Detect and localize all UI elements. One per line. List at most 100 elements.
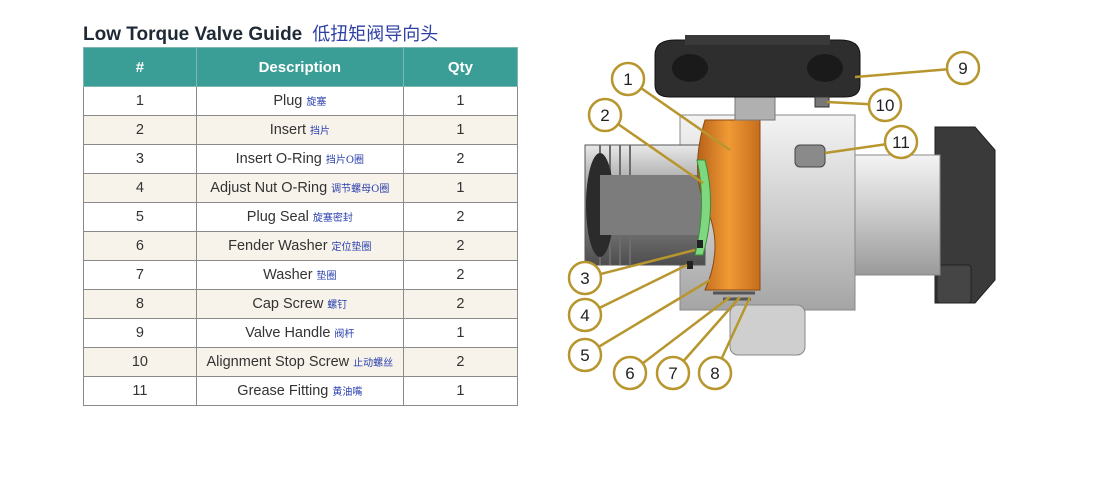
- callout-circle: [567, 297, 603, 333]
- inlet-bore: [600, 175, 705, 235]
- row-description-cn: 黄油嘴: [332, 387, 363, 398]
- row-number: 4: [83, 173, 197, 203]
- row-number: 3: [83, 144, 197, 174]
- row-description-cn: 挡片: [309, 126, 330, 137]
- callout-circle: [567, 260, 603, 296]
- callout-number: 11: [892, 133, 910, 152]
- row-description-text: Valve Handle: [245, 325, 331, 341]
- callout-number: 8: [710, 364, 719, 383]
- bottom-port: [729, 304, 806, 356]
- row-number: 9: [83, 318, 197, 348]
- row-qty: 2: [402, 144, 519, 174]
- page-title: Low Torque Valve Guide 低扭矩阀导向头: [83, 20, 438, 46]
- row-qty: 2: [402, 260, 519, 290]
- callout-circle: [610, 61, 646, 97]
- insert-o-ring-part: [697, 240, 703, 248]
- header-description: Description: [195, 47, 404, 87]
- adjust-nut-o-ring-part: [687, 261, 693, 269]
- callout-circle: [612, 355, 648, 391]
- row-description-cn: 止动螺丝: [353, 358, 394, 369]
- callout-leader-line: [854, 66, 964, 79]
- row-number: 1: [83, 86, 197, 116]
- row-description-text: Washer: [263, 267, 313, 283]
- row-number: 10: [83, 347, 197, 377]
- row-description-text: Plug Seal: [246, 209, 309, 225]
- callout-leader-line: [584, 263, 688, 317]
- header-number: #: [83, 47, 197, 87]
- callout-number: 1: [623, 70, 632, 89]
- row-number: 11: [83, 376, 197, 406]
- row-number: 6: [83, 231, 197, 261]
- handle-socket-right: [807, 54, 843, 82]
- callout-number: 6: [625, 364, 634, 383]
- row-qty: 1: [402, 115, 519, 145]
- row-number: 8: [83, 289, 197, 319]
- handle-top: [685, 35, 830, 45]
- table-header-row: # Description Qty: [83, 47, 519, 87]
- handle-socket-left: [672, 54, 708, 82]
- row-description-cn: 调节螺母O圈: [331, 184, 390, 195]
- valve-handle-part: [654, 39, 861, 98]
- stem: [734, 94, 776, 121]
- callout-leader-line: [629, 296, 731, 374]
- callout-circle: [867, 87, 903, 123]
- callout-number: 10: [876, 96, 895, 115]
- row-number: 7: [83, 260, 197, 290]
- row-description-cn: 旋塞密封: [312, 213, 353, 224]
- callout-number: 9: [958, 59, 967, 78]
- row-qty: 1: [402, 86, 519, 116]
- callout-leader-line: [584, 278, 711, 357]
- callout-circle: [655, 355, 691, 391]
- grease-fitting-part: [794, 144, 826, 168]
- callout-circle: [567, 337, 603, 373]
- callout-circle: [697, 355, 733, 391]
- row-description-text: Alignment Stop Screw: [206, 354, 350, 370]
- row-qty: 1: [402, 376, 519, 406]
- hammer-union-lug: [936, 264, 972, 304]
- callout-number: 2: [600, 106, 609, 125]
- row-description-cn: 挡片O圈: [325, 155, 365, 166]
- row-description-text: Cap Screw: [252, 296, 324, 312]
- row-description-cn: 阀杆: [334, 329, 355, 340]
- row-description-text: Grease Fitting: [237, 383, 329, 399]
- callout-leader-line: [584, 248, 696, 280]
- title-chinese: 低扭矩阀导向头: [312, 24, 439, 45]
- hammer-union-nut: [934, 126, 996, 304]
- callout-leader-line: [627, 77, 731, 152]
- row-qty: 1: [402, 318, 519, 348]
- row-qty: 2: [402, 289, 519, 319]
- header-qty: Qty: [402, 47, 519, 87]
- row-description-cn: 定位垫圈: [331, 242, 372, 253]
- alignment-stop-screw-part: [814, 96, 830, 108]
- callout-number: 3: [580, 269, 589, 288]
- callout-number: 4: [580, 306, 589, 325]
- row-description-cn: 垫圈: [316, 271, 337, 282]
- row-description-text: Insert O-Ring: [235, 151, 322, 167]
- row-description-text: Adjust Nut O-Ring: [210, 180, 328, 196]
- title-english: Low Torque Valve Guide: [83, 24, 303, 45]
- callout-number: 7: [668, 364, 677, 383]
- callout-leader-line: [604, 113, 704, 185]
